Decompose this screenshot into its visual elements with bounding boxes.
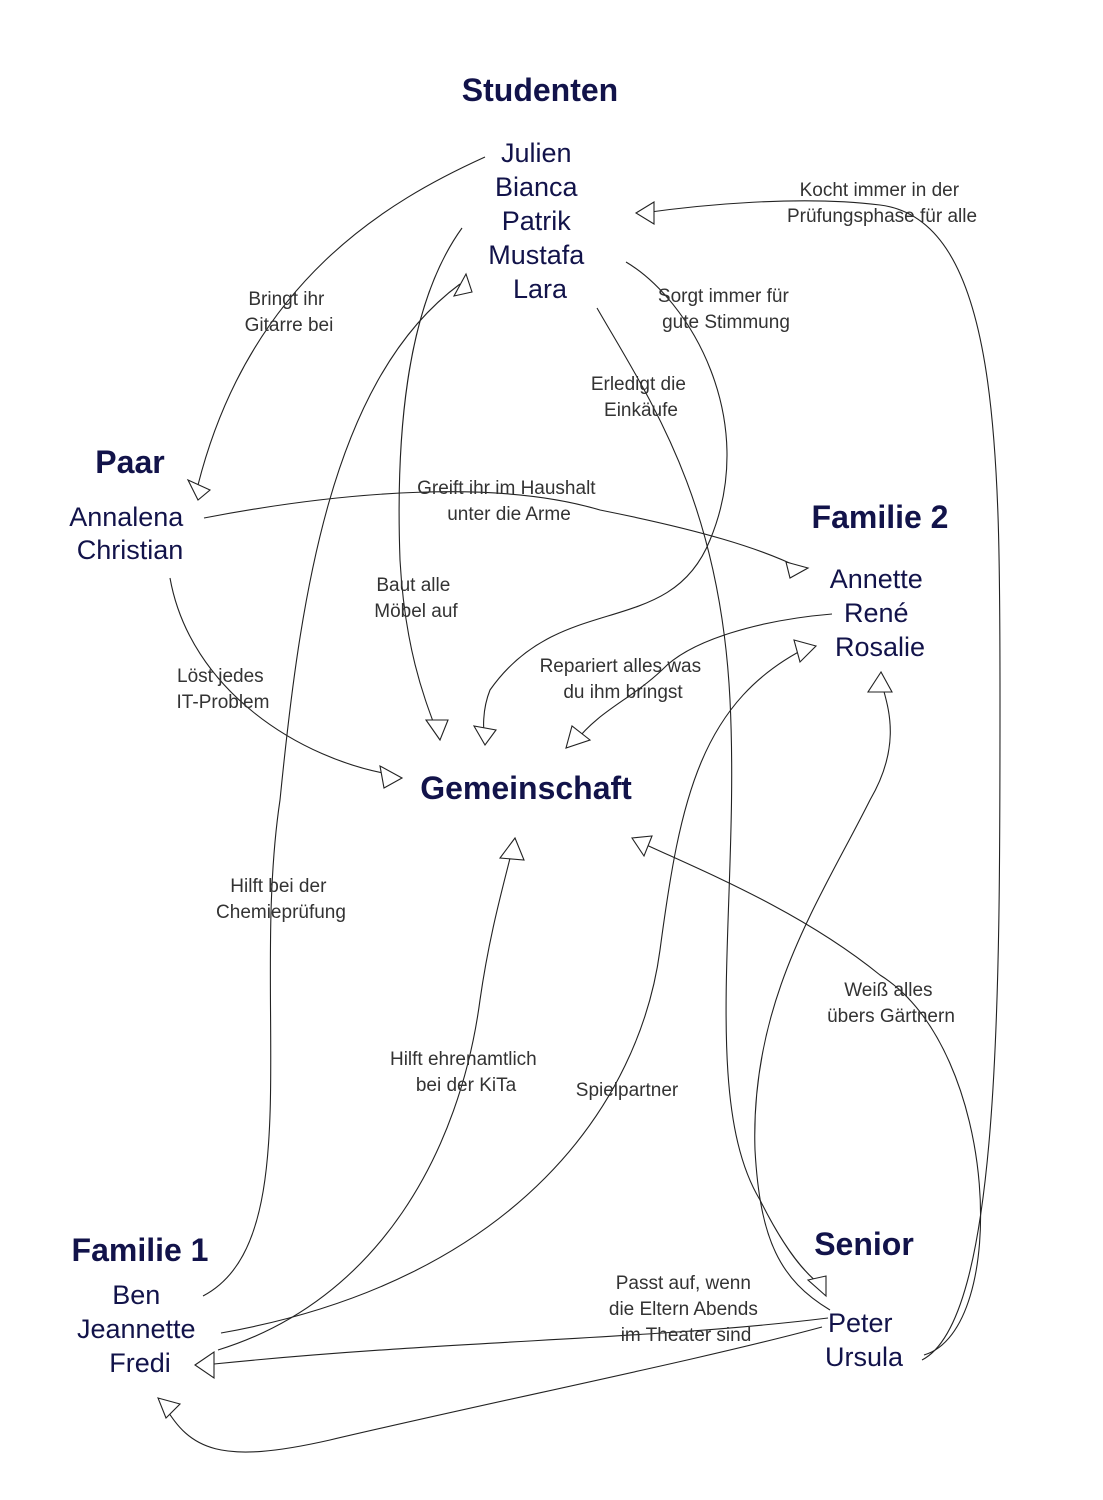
edge-label-chemie: Hilft bei der Chemieprüfung bbox=[216, 876, 346, 923]
arrowhead-center-kita bbox=[498, 836, 525, 861]
edge-line-theater bbox=[754, 679, 891, 1311]
edge-label-theater: Passt auf, wenn die Eltern Abends im The… bbox=[609, 1273, 763, 1346]
arrowhead-familie2-left bbox=[793, 639, 818, 664]
edge-label-kita: Hilft ehrenamtlich bei der KiTa bbox=[390, 1049, 542, 1096]
arrowhead-center-moebel bbox=[424, 719, 449, 742]
edge-line-theater-return bbox=[163, 1326, 823, 1453]
edge-label-spiel: Spielpartner bbox=[576, 1080, 679, 1101]
arrowhead-familie2-top bbox=[785, 561, 810, 579]
edge-line-garten bbox=[639, 841, 982, 1356]
arrowhead-studenten-left bbox=[452, 272, 473, 297]
group-familie1: Familie 1 Ben Jeannette Fredi bbox=[72, 1232, 209, 1378]
arrowhead-familie2-bottom bbox=[866, 670, 893, 693]
arrowhead-paar bbox=[186, 478, 212, 501]
edge-line-chemie bbox=[202, 283, 461, 1297]
arrowhead-studenten-right bbox=[634, 201, 655, 225]
edge-line-it bbox=[169, 577, 395, 776]
arrowhead-center-repariert bbox=[565, 725, 592, 749]
group-members-studenten: Julien Bianca Patrik Mustafa Lara bbox=[488, 138, 592, 304]
group-members-paar: Annalena Christian bbox=[69, 502, 191, 565]
edge-label-einkaeufe: Erledigt die Einkäufe bbox=[591, 374, 691, 421]
group-senior: Senior Peter Ursula bbox=[814, 1226, 914, 1372]
group-studenten: Studenten Julien Bianca Patrik Mustafa L… bbox=[462, 72, 618, 304]
group-title-familie1: Familie 1 bbox=[72, 1232, 209, 1268]
edge-label-it: Löst jedes IT-Problem bbox=[177, 666, 270, 713]
edge-label-haushalt: Greift ihr im Haushalt unter die Arme bbox=[417, 478, 601, 525]
group-title-senior: Senior bbox=[814, 1226, 914, 1262]
edge-label-garten: Weiß alles übers Gärtnern bbox=[827, 980, 955, 1027]
edge-label-moebel: Baut alle Möbel auf bbox=[374, 575, 458, 622]
edge-lines bbox=[163, 156, 1001, 1453]
edge-line-gitarre bbox=[197, 156, 486, 486]
edge-labels: Bringt ihr Gitarre bei Kocht immer in de… bbox=[177, 180, 978, 1346]
edge-line-moebel bbox=[398, 227, 463, 733]
edge-line-repariert bbox=[574, 613, 833, 743]
arrowhead-center-garten bbox=[631, 835, 653, 858]
center-title: Gemeinschaft bbox=[420, 770, 632, 806]
edge-line-haushalt bbox=[203, 491, 801, 569]
arrowhead-center-stimmung bbox=[472, 725, 497, 747]
group-familie2: Familie 2 Annette René Rosalie bbox=[812, 499, 949, 662]
arrowhead-familie1-bottom bbox=[157, 1397, 182, 1419]
group-members-familie2: Annette René Rosalie bbox=[830, 564, 931, 662]
group-members-senior: Peter Ursula bbox=[825, 1308, 904, 1372]
edge-line-pruefung bbox=[642, 200, 1001, 1361]
arrowhead-center-it bbox=[379, 764, 404, 789]
edge-line-stimmung bbox=[483, 261, 728, 743]
edge-line-fredi-arrow bbox=[213, 1317, 829, 1365]
edge-label-stimmung: Sorgt immer für gute Stimmung bbox=[658, 286, 794, 333]
group-paar: Paar Annalena Christian bbox=[69, 444, 191, 565]
edge-line-einkaeufe bbox=[596, 307, 823, 1287]
group-title-paar: Paar bbox=[95, 444, 164, 480]
arrowhead-fredi bbox=[194, 1350, 215, 1380]
edge-line-spiel bbox=[220, 645, 811, 1334]
edge-line-kita bbox=[217, 845, 514, 1351]
group-members-familie1: Ben Jeannette Fredi bbox=[77, 1280, 203, 1378]
edge-label-pruefung: Kocht immer in der Prüfungsphase für all… bbox=[787, 180, 977, 227]
arrowhead-senior bbox=[806, 1275, 827, 1298]
group-title-familie2: Familie 2 bbox=[812, 499, 949, 535]
edge-label-gitarre: Bringt ihr Gitarre bei bbox=[245, 289, 334, 336]
group-title-studenten: Studenten bbox=[462, 72, 618, 108]
arrowheads bbox=[157, 201, 893, 1419]
center-node: Gemeinschaft bbox=[420, 770, 632, 806]
edge-label-repariert: Repariert alles was du ihm bringst bbox=[540, 656, 707, 703]
